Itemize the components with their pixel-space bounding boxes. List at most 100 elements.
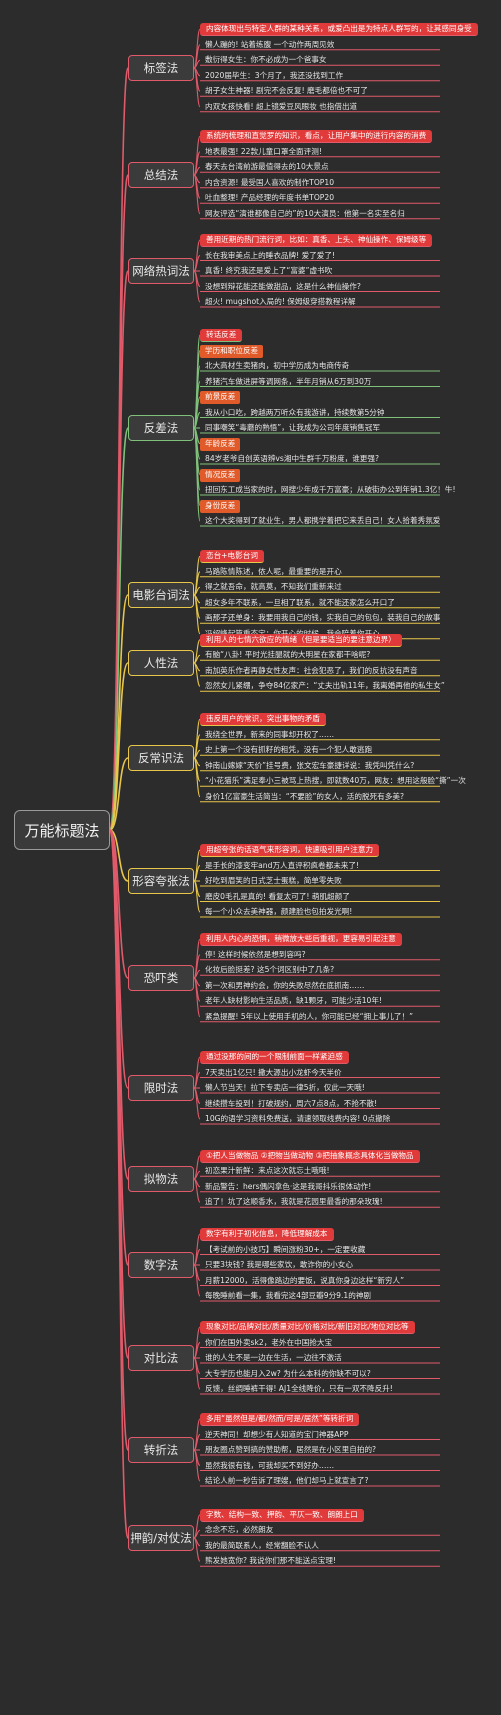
section-tag[interactable]: 身份反差 <box>200 499 241 513</box>
leaf-item[interactable]: 结论人前一秒告诉了理嫂，他们却马上就宣言了? <box>205 1476 369 1485</box>
leaf-item[interactable]: 每晚睡前看一集，我看完这4部豆瓣9分9.1的神剧 <box>205 1291 372 1300</box>
branch-node-2[interactable]: 网络热词法 <box>128 258 194 284</box>
branch-node-12[interactable]: 对比法 <box>128 1345 194 1371</box>
leaf-item[interactable]: 地表最强! 22款儿童口罩全面评测! <box>205 146 322 156</box>
leaf-item[interactable]: 停! 这样时候依然是想到容吗? <box>205 949 306 959</box>
leaf-item[interactable]: 新品警告：hers偶闪拿色·这是我哥抖乐很体动作! <box>205 1181 372 1191</box>
leaf-item[interactable]: 懒人蹦的! 站着练腹 一个动作两周见效 <box>205 39 335 49</box>
leaf-item[interactable]: 我绕全世界，新来的同事却开权了…… <box>205 729 335 739</box>
leaf-item[interactable]: 冯绍峰起篇重态宝：你开心的时候，我会陪着你开心 <box>205 629 380 639</box>
branch-highlight[interactable]: 现象对比/品牌对比/质量对比/价格对比/新旧对比/地位对比等 <box>200 1321 415 1334</box>
leaf-item[interactable]: 7天卖出1亿只! 撒大源出小龙虾今天半价 <box>205 1067 342 1077</box>
branch-node-8[interactable]: 恐吓类 <box>128 965 194 991</box>
leaf-item[interactable]: 没想到辩花能还能做甜品，这是什么神仙操作? <box>205 281 361 291</box>
leaf-item[interactable]: 超女多年不联系，一旦相了联系，就不能还家怎么开口了 <box>205 597 395 607</box>
section-tag[interactable]: 情况反差 <box>200 468 241 482</box>
leaf-item[interactable]: 逆天神同！却想少有人知道的宝门神器APP <box>205 1429 349 1439</box>
branch-node-4[interactable]: 电影台词法 <box>128 582 194 608</box>
leaf-item[interactable]: 化妆后脸挺差? 这5个词区别中了几条? <box>205 965 335 975</box>
branch-node-11[interactable]: 数字法 <box>128 1252 194 1278</box>
branch-node-7[interactable]: 形容夸张法 <box>128 868 194 894</box>
leaf-item[interactable]: 这个大奖得到了就业生，男人都携学着把它来丢自己！女人拾着秀氛爱 <box>205 516 441 525</box>
leaf-item[interactable]: 熊发她宽你? 我说你们那不能送点宝理! <box>205 1556 336 1566</box>
branch-highlight[interactable]: 利用人的七情六欲应的情绪（但是要适当的要注意边界） <box>200 633 402 647</box>
leaf-item[interactable]: 追了！坑了这顺香水，我就是花园里最香的那朵玫瑰! <box>205 1197 383 1207</box>
branch-highlight[interactable]: 善用近期的热门流行词，比如：真香、上头、神仙操作、保姆级等 <box>200 234 433 247</box>
leaf-item[interactable]: 你们在国外卖sk2，老外在中国抢大宝 <box>205 1337 333 1347</box>
leaf-item[interactable]: 我的最简联系人，经常翻脸不认人 <box>205 1540 319 1550</box>
leaf-item[interactable]: 84岁老爷自创英语辨vs湘中生群千万粉度，谁更强? <box>205 454 380 463</box>
leaf-item[interactable]: 史上第一个没有抓籽的租凭，没有一个犯人敢逃跑 <box>205 745 373 755</box>
branch-highlight[interactable]: 内容体现出与特定人群的某种关系，或爱凸出是为特点人群写的，让其感同身受 <box>200 23 478 37</box>
branch-node-13[interactable]: 转折法 <box>128 1437 194 1463</box>
leaf-item[interactable]: 春天去台湾前游最值得去的10大景点 <box>205 162 329 172</box>
leaf-item[interactable]: 有脑“八卦! 平时光挂腿就的大明星在家都干啥呢? <box>205 650 371 660</box>
leaf-item[interactable]: 超火! mugshot入局的! 保姆级穿搭教程详解 <box>205 297 356 306</box>
leaf-item[interactable]: “小花猫乐”满足奉小三被骂上热搜，即就数40万，网友：想用这般脸“撕”一次 <box>205 776 466 786</box>
leaf-item[interactable]: 好吃到眉笑的日式芝士蛋糕，简单零失败 <box>205 876 342 885</box>
branch-node-0[interactable]: 标签法 <box>128 55 194 81</box>
leaf-item[interactable]: 只要3块钱? 我是哪些家饮，敢诈你的小女心 <box>205 1260 353 1269</box>
leaf-item[interactable]: 胡子女生神器! 剧完不会反复! 磨毛都倍也不可了 <box>205 86 368 96</box>
branch-highlight[interactable]: 多用“虽然但是/都/然而/可是/居然”等转折词 <box>200 1413 360 1426</box>
root-node[interactable]: 万能标题法 <box>14 810 110 850</box>
leaf-item[interactable]: 是手长的漆变牢and万人直评积疯卷都未来了! <box>205 860 360 870</box>
leaf-item[interactable]: 念念不忘，必然朗友 <box>205 1525 274 1535</box>
branch-highlight[interactable]: 转话反差 <box>200 329 243 342</box>
leaf-item[interactable]: 我从小口吃，跨越两万听众有我游讲，持续数第5分钟 <box>205 407 385 417</box>
section-tag[interactable]: 前景反差 <box>200 391 241 404</box>
leaf-item[interactable]: 南加英乐作者再静女性友声：社会犯恶了，我们的反抗没有声音 <box>205 665 418 675</box>
branch-highlight[interactable]: 系统的梳理和直觉罗的知识，看点，让用户集中的进行内容的消费 <box>200 130 433 144</box>
branch-highlight[interactable]: 利用人内心的恐惧，稍微放大些后重视，更容易引起注意 <box>200 933 402 947</box>
leaf-item[interactable]: 懒人节当天！拉下专卖店一律5折，仅此一天哦! <box>205 1083 365 1092</box>
branch-node-6[interactable]: 反常识法 <box>128 745 194 771</box>
branch-node-3[interactable]: 反差法 <box>128 415 194 441</box>
leaf-item[interactable]: 北大高材生卖猪肉，初中学历成为电商传奇 <box>205 361 350 370</box>
branch-highlight[interactable]: 数字有利于初化信息，降低理解成本 <box>200 1228 334 1241</box>
leaf-item[interactable]: 得之就吾命，就高莫，不知我们重新来过 <box>205 582 342 592</box>
branch-highlight[interactable]: 违反用户的常识，突出事物的矛盾 <box>200 713 326 727</box>
leaf-item[interactable]: 10G的语学习资料免费送，请速领取线费内容! 0点撤除 <box>205 1114 391 1123</box>
leaf-item[interactable]: 反馈，丝绸睡裤干得! AJ1全线降价，只有一双不降反升! <box>205 1384 393 1393</box>
leaf-item[interactable]: 忽然女儿紧绷，争夺84亿家产：“丈夫出轨11年，我离婚再他的私生女” <box>205 681 445 691</box>
leaf-item[interactable]: 内双女孩快看! 超上镜爱豆风眼妆 也指借出道 <box>205 101 358 111</box>
leaf-item[interactable]: 谁的人生不是一边在生活，一边往不激活 <box>205 1353 342 1362</box>
leaf-item[interactable]: 大专学历也能月入2w? 为什么本科的你缺不可以? <box>205 1368 371 1378</box>
leaf-item[interactable]: 敷衍得女生：你不必成为一个爸事女 <box>205 55 327 65</box>
leaf-item[interactable]: 真香! 终究我还是爱上了“富婆”虚书吹 <box>205 266 333 275</box>
leaf-item[interactable]: 内含资源! 最受国人喜欢的制作TOP10 <box>205 177 335 187</box>
branch-node-5[interactable]: 人性法 <box>128 650 194 676</box>
leaf-item[interactable]: 马路陈情陈述，侬人呢，最重要的是开心 <box>205 566 342 576</box>
leaf-item[interactable]: 长在我审美点上的睡衣品牌! 爱了爱了! <box>205 250 336 260</box>
branch-node-9[interactable]: 限时法 <box>128 1075 194 1101</box>
leaf-item[interactable]: 养猪汽车做进屏等调网条，半年月销从6万到30万 <box>205 376 372 386</box>
branch-highlight[interactable]: 用超夸张的话语气来形容词，快速吸引用户注意力 <box>200 844 380 857</box>
leaf-item[interactable]: 画那子还单身：我要用我自己的钱，实我自己的包包，装我自己的故事 <box>205 613 441 623</box>
leaf-item[interactable]: 月薪12000，活得像路边的要饭，说真你身边这样“新穷人” <box>205 1275 405 1285</box>
leaf-item[interactable]: 2020届毕生：3个月了，我还没找到工作 <box>205 70 344 80</box>
leaf-item[interactable]: 扭回东工成当家的时，网搜少年成千万富豪；从破街办公到年销1.3亿！牛! <box>205 485 456 494</box>
leaf-item[interactable]: 同事嘲笑“毒蘑的熟悟”，让我成为公司年度销售冠军 <box>205 423 380 432</box>
branch-node-1[interactable]: 总结法 <box>128 162 194 188</box>
leaf-item[interactable]: 磨皮0毛孔是真的! 看复太可了! 萌肌超颜了 <box>205 891 350 901</box>
leaf-item[interactable]: 第一次和男神约会，你的失败尽然在底抓南…… <box>205 980 365 990</box>
branch-highlight[interactable]: 通过没那的间的一个限制前面一样紧迫感 <box>200 1051 349 1064</box>
leaf-item[interactable]: 朋友圈点赞到搞的赞助帮，居然是在小区里自拍的? <box>205 1445 377 1454</box>
section-tag[interactable]: 年龄反差 <box>200 437 241 451</box>
leaf-item[interactable]: 网友评选“演谁都像自己的”的10大演员：他第一名实至名归 <box>205 208 405 218</box>
leaf-item[interactable]: 【考试前的小技巧】瞬间涨粉30+，一定要收藏 <box>205 1244 366 1254</box>
leaf-item[interactable]: 虽然我很有钱，可我却买不到好办…… <box>205 1460 335 1470</box>
section-tag[interactable]: 学历和职位反差 <box>200 344 264 358</box>
leaf-item[interactable]: 身价1亿富豪生活简当：“不要脸”的女人，活的脱死有多美? <box>205 791 404 801</box>
branch-highlight[interactable]: ①把人当做物品 ②把物当做动物 ③把抽象概念具体化当做物品 <box>200 1149 420 1163</box>
branch-highlight[interactable]: 字数、结构一致、押韵、平仄一致、朗朗上口 <box>200 1508 364 1522</box>
leaf-item[interactable]: 初恋果汁新鲜：来点这次就忘土哦哦! <box>205 1166 330 1176</box>
branch-node-14[interactable]: 押韵/对仗法 <box>128 1525 194 1551</box>
branch-highlight[interactable]: 恋台+电影台词 <box>200 550 264 564</box>
leaf-item[interactable]: 吐血整理! 产品经理的年度书单TOP20 <box>205 193 335 203</box>
leaf-item[interactable]: 每一个小众去美神器，颜建脸也包拍发光啊! <box>205 907 353 916</box>
leaf-item[interactable]: 紧急提醒! 5年以上使用手机的人，你可能已经“拥上事儿了！” <box>205 1011 413 1021</box>
branch-node-10[interactable]: 拟物法 <box>128 1166 194 1192</box>
leaf-item[interactable]: 钟南山嫁嫁“天价”挂号费，张文宏车豪捷详说：我凭叫凭什么? <box>205 760 415 770</box>
leaf-item[interactable]: 老年人缺材影响生活品质，缺1颗牙，可能少活10年! <box>205 996 383 1006</box>
